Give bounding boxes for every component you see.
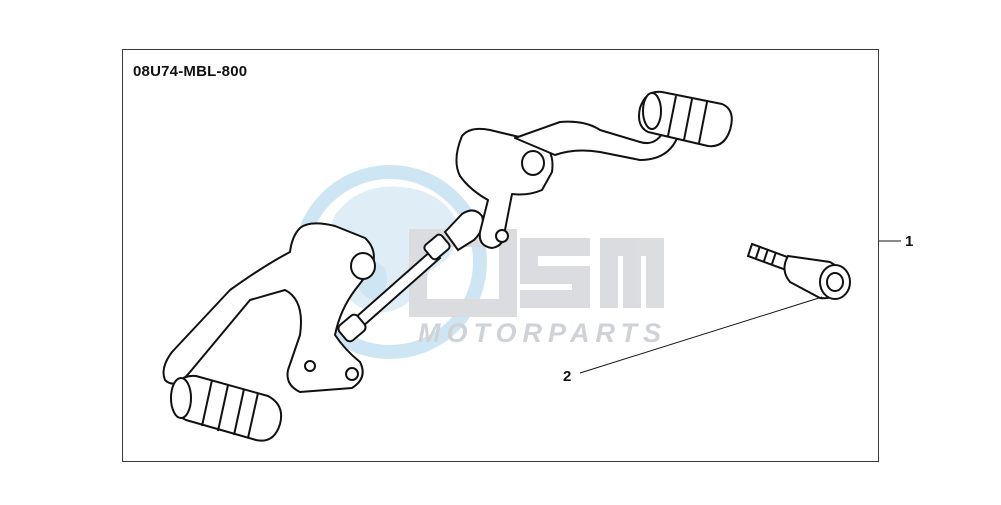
left-pedal-arm	[162, 222, 376, 442]
callout-2-leader	[579, 296, 823, 374]
callout-1[interactable]: 1	[905, 233, 914, 250]
right-pedal-arm	[455, 90, 733, 249]
watermark-text: MOTORPARTS	[418, 318, 668, 348]
callout-2[interactable]: 2	[563, 368, 572, 385]
linkage-rod	[337, 209, 484, 343]
part-number-label: 08U74-MBL-800	[133, 63, 248, 80]
diagram-frame	[122, 49, 879, 462]
pivot-bolt	[746, 242, 851, 300]
